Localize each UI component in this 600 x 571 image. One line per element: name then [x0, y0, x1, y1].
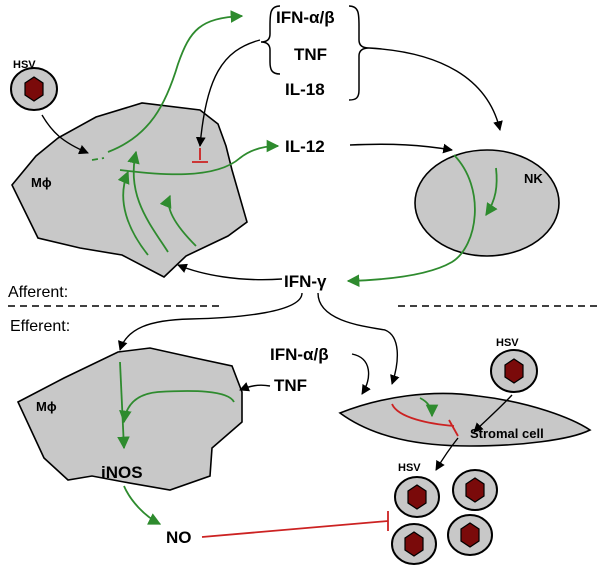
label-macrophage-top: Mϕ	[31, 175, 52, 190]
label-hsv-right: HSV	[496, 337, 519, 349]
hsv-virus-right	[490, 349, 538, 393]
label-tnf-bottom: TNF	[274, 376, 307, 395]
label-hsv-top: HSV	[13, 59, 36, 71]
label-il18: IL-18	[285, 80, 325, 99]
green-arrow-stromal-internal	[419, 397, 439, 418]
arrow-hsv-to-stromal	[473, 394, 513, 433]
label-no: NO	[166, 528, 192, 547]
hsv-virus-cluster-3	[391, 523, 437, 565]
label-ifn-alpha-beta-top: IFN-α/β	[276, 8, 335, 27]
green-loop-1	[127, 150, 169, 253]
label-afferent: Afferent:	[8, 284, 68, 301]
label-tnf-top: TNF	[294, 45, 327, 64]
green-loop-3	[159, 194, 197, 247]
red-inhibition-stromal	[391, 403, 459, 437]
green-arrow-mphi-down	[117, 361, 130, 450]
arrow-tnf-to-macrophage	[239, 382, 271, 392]
hsv-virus-cluster-1	[394, 476, 440, 518]
green-dash-signal	[91, 157, 105, 161]
label-macrophage-bottom: Mϕ	[36, 399, 57, 414]
label-efferent: Efferent:	[10, 318, 70, 335]
green-arrow-inos-to-no	[123, 485, 162, 525]
hsv-virus-cluster-2	[452, 469, 498, 511]
arrow-ifng-to-stromal	[317, 292, 400, 385]
nk-cell	[414, 149, 560, 257]
label-nk: NK	[524, 171, 543, 186]
label-il12: IL-12	[285, 137, 325, 156]
red-inhibition-macrophage	[192, 148, 208, 163]
green-arrow-tnf-signal	[119, 390, 235, 424]
arrow-ifnab-to-stromal	[351, 353, 371, 395]
green-arrow-to-ifnab-top	[107, 10, 244, 153]
label-ifn-alpha-beta-bottom: IFN-α/β	[270, 345, 329, 364]
macrophage-cell-top	[11, 102, 248, 278]
stromal-cell	[338, 392, 592, 447]
arrow-il12-to-nk	[349, 143, 453, 154]
arrow-ifng-to-macrophage-bottom	[118, 292, 303, 351]
label-inos: iNOS	[101, 463, 143, 482]
label-hsv-cluster: HSV	[398, 462, 421, 474]
label-ifn-gamma: IFN-γ	[284, 272, 327, 291]
green-arrow-nk-internal	[485, 167, 498, 217]
arrow-hsv-to-macrophage	[41, 114, 89, 155]
arrow-stromal-to-hsv-cluster	[435, 437, 459, 471]
arrow-brace-to-inhibition	[195, 39, 261, 147]
arrow-brace-to-nk	[368, 47, 503, 131]
cytokine-brace-right	[348, 5, 370, 101]
arrow-ifng-to-macrophage-top	[177, 263, 283, 281]
green-loop-2	[117, 170, 149, 256]
hsv-virus-cluster-4	[447, 514, 493, 556]
label-stromal-cell: Stromal cell	[470, 426, 544, 441]
green-arrow-to-il12	[119, 139, 280, 176]
green-arrow-nk-to-ifng	[346, 154, 476, 287]
red-inhibition-no-to-hsv	[201, 511, 389, 538]
hsv-virus-top	[10, 67, 58, 111]
cytokine-brace-left	[260, 5, 281, 75]
